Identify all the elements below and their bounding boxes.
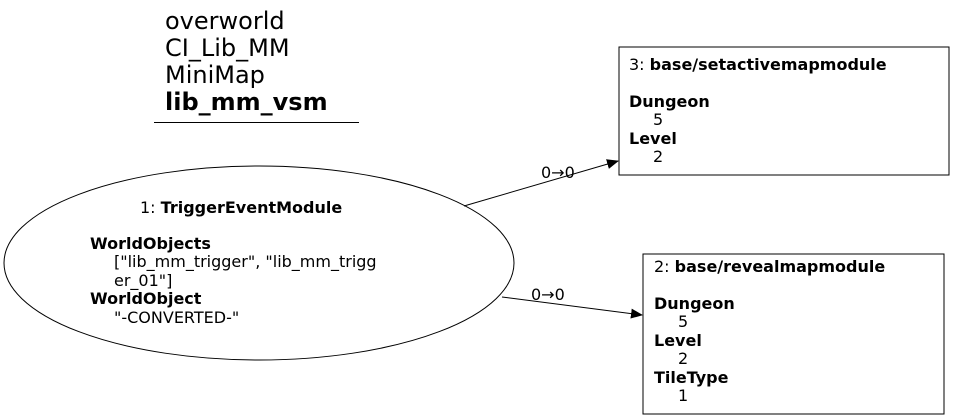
title-underline [154, 122, 359, 123]
edge-1-to-3-label: 0→0 [541, 163, 575, 182]
node-3-id: 3: [629, 55, 645, 74]
node-3-label: 3: base/setactivemapmodule Dungeon 5 Lev… [629, 55, 887, 167]
edge-1-to-2[interactable] [501, 296, 643, 319]
node-1-id: 1: [140, 198, 156, 217]
node-2-prop-value: 5 [678, 312, 689, 331]
node-1-prop-key: WorldObject [90, 289, 202, 308]
title-line-4: lib_mm_vsm [165, 88, 328, 116]
node-2-label: 2: base/revealmapmodule Dungeon 5 Level … [654, 257, 886, 406]
node-3-header: 3: base/setactivemapmodule [629, 55, 887, 75]
node-2-prop-key: TileType [654, 367, 729, 387]
node-2-prop-key: Level [654, 330, 702, 350]
node-1-label: 1: TriggerEventModule WorldObjects ["lib… [90, 198, 377, 327]
node-3-prop-key: Level [629, 128, 677, 148]
node-2-prop-value: 1 [678, 386, 689, 405]
node-2-name: base/revealmapmodule [674, 257, 886, 276]
node-1-header: 1: TriggerEventModule [90, 198, 377, 218]
node-2-prop-key: Dungeon [654, 293, 735, 313]
node-3-prop-value: 2 [653, 147, 664, 166]
node-1-prop-value: "-CONVERTED-" [114, 307, 240, 327]
node-3-shape[interactable] [618, 46, 950, 176]
title-line-2: CI_Lib_MM [165, 34, 290, 62]
node-3-name: base/setactivemapmodule [649, 55, 887, 74]
graph-title: overworld CI_Lib_MM MiniMap lib_mm_vsm [165, 8, 328, 116]
node-3-prop-key: Dungeon [629, 91, 710, 111]
node-2-prop-value: 2 [678, 349, 689, 368]
node-1-prop-value: ["lib_mm_trigger", "lib_mm_trigg [114, 252, 377, 271]
edge-1-to-3[interactable] [463, 159, 619, 207]
node-1-name: TriggerEventModule [160, 198, 343, 217]
node-1-prop-value: er_01"] [114, 270, 173, 290]
node-2-header: 2: base/revealmapmodule [654, 257, 886, 277]
title-line-3: MiniMap [165, 61, 265, 89]
node-1-prop-key: WorldObjects [90, 233, 211, 253]
node-2-id: 2: [654, 257, 670, 276]
node-1-shape[interactable] [3, 165, 515, 361]
title-line-1: overworld [165, 7, 285, 35]
node-2-shape[interactable] [642, 253, 945, 415]
edge-1-to-2-label: 0→0 [531, 285, 565, 304]
node-3-prop-value: 5 [653, 110, 664, 129]
